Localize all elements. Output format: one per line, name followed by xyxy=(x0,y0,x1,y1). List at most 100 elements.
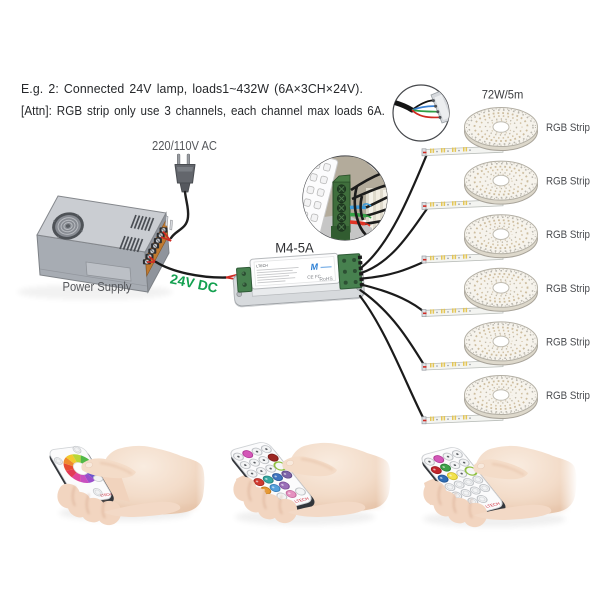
ac-cord xyxy=(169,190,190,240)
hand-2-arm-fade xyxy=(376,438,396,522)
detail-joint-wire-blue xyxy=(411,105,435,111)
roll-texture xyxy=(466,108,536,146)
hand-1-arm-fade xyxy=(196,440,214,522)
strip-tail-pads xyxy=(430,361,471,368)
hand-2-finger-creases xyxy=(248,480,283,515)
strip-power-label: 72W/5m xyxy=(482,88,524,102)
hand-3-palm-heel xyxy=(474,504,552,520)
detail-strip-inner xyxy=(434,94,449,120)
roll-hole xyxy=(492,389,510,401)
plug-neck xyxy=(179,182,191,193)
controller-label xyxy=(253,256,336,287)
remote-2-brand: LTECH xyxy=(293,496,310,504)
roll-texture xyxy=(466,161,536,200)
remote-3-color-buttons xyxy=(430,463,458,483)
zoom-detail-terminal xyxy=(302,155,388,241)
thumb-2-nail xyxy=(286,460,294,466)
remote-3-brand: LTECH xyxy=(484,501,501,509)
thumb-2-shade xyxy=(300,458,334,471)
roll-hole xyxy=(492,121,510,133)
rgb-strip-label-4: RGB Strip xyxy=(546,283,590,295)
strip-tail-pads xyxy=(430,200,471,207)
psu-front-seam xyxy=(39,268,148,287)
plug-highlight xyxy=(177,167,193,172)
roll-texture xyxy=(466,269,536,307)
controller-logo-m: M xyxy=(310,262,319,273)
power-supply: Power Supply xyxy=(17,195,173,300)
psu-fan-grille xyxy=(52,212,84,240)
hand-3-fingers xyxy=(423,480,552,528)
detail-wire-green xyxy=(349,212,367,218)
detail-joint-wire-red xyxy=(411,109,440,119)
remote-3-buttons xyxy=(423,450,491,508)
psu-end-slots xyxy=(165,215,173,231)
thumb-1 xyxy=(81,458,136,479)
thumb-3 xyxy=(473,459,528,480)
remote-1-scene: LTECH xyxy=(49,440,214,526)
remote-2-button-speculars xyxy=(255,473,291,500)
dc-wire-red-tips-psu xyxy=(147,255,157,263)
roll-hole xyxy=(492,228,510,240)
hand-3-finger-creases xyxy=(438,484,473,519)
rgb-strip-roll-6 xyxy=(421,375,538,425)
remote-3-button-speculars xyxy=(433,466,452,479)
hand-1-palm-heel xyxy=(103,501,181,517)
thumb-3-shade xyxy=(491,463,525,476)
roll-texture xyxy=(466,215,536,253)
ac-voltage-label: 220/110V AC xyxy=(152,139,217,153)
output-wire-5 xyxy=(359,289,427,368)
roll-texture xyxy=(466,322,536,361)
remote-2-darkred-button xyxy=(267,453,279,462)
hand-3-arm-fade xyxy=(560,442,580,526)
remote-3-button-glyphs xyxy=(428,453,466,475)
output-wire-1 xyxy=(360,152,429,269)
roll-texture xyxy=(466,376,536,414)
remote-2-buttons xyxy=(232,445,306,503)
remote-3-scene: LTECH xyxy=(421,442,580,528)
roll-hole xyxy=(492,335,510,348)
controller-model-label: M4-5A xyxy=(275,240,314,256)
remote-3: LTECH xyxy=(421,447,506,520)
remote-2-color-buttons xyxy=(253,470,297,503)
detail-wire-twists xyxy=(361,203,372,227)
controller-logo-underline xyxy=(320,266,332,269)
hand-2-palm-heel xyxy=(288,501,366,517)
rgb-strip-group: RGB Strip xyxy=(421,107,590,425)
power-supply-label: Power Supply xyxy=(63,280,133,294)
remote-2-magenta-button xyxy=(242,450,254,459)
controller-rohs-mark: RoHS xyxy=(319,276,333,283)
remote-2-scene: LTECH xyxy=(230,438,396,525)
hand-2-thumb xyxy=(282,456,337,477)
controller-terminal-left xyxy=(236,266,253,293)
rgb-strip-label-1: RGB Strip xyxy=(546,122,590,134)
detail-terminal-block xyxy=(331,174,351,240)
thumb-1-nail xyxy=(85,462,93,468)
ac-plug: 220/110V AC xyxy=(152,139,217,242)
note-line-2: [Attn]: RGB strip only use 3 channels, e… xyxy=(21,104,385,118)
remote-1-buttons xyxy=(53,445,104,497)
detail-strip-pads xyxy=(431,99,442,119)
thumb-2 xyxy=(282,456,337,477)
rgb-strip-roll-2 xyxy=(421,160,538,210)
ac-wire-red-tips xyxy=(160,230,172,242)
roll-hole xyxy=(492,281,510,294)
output-wire-2 xyxy=(360,206,430,274)
psu-vent-slots-top xyxy=(130,214,155,232)
remote-3-magenta-button xyxy=(433,455,445,464)
plug-prong-left xyxy=(177,153,181,166)
output-wire-6 xyxy=(358,294,426,421)
psu-vent-slots-bottom xyxy=(119,235,144,253)
rgb-strip-roll-3 xyxy=(421,214,538,264)
thumb-1-shade xyxy=(99,462,133,475)
rgb-strip-label-3: RGB Strip xyxy=(546,229,590,241)
controller-brand-text: LTECH xyxy=(256,264,268,269)
zoom-circle-1-content xyxy=(303,156,387,240)
strip-tail-pads xyxy=(430,307,471,314)
led-controller: LTECH M CE FC RoHS xyxy=(232,252,365,308)
dc-cable xyxy=(154,260,228,279)
controller-cert-marks: CE FC xyxy=(307,274,322,280)
controller-terminal-right xyxy=(337,253,364,290)
note-line-1: E.g. 2: Connected 24V lamp, loads1~432W … xyxy=(21,82,363,96)
rgb-strip-roll-5 xyxy=(421,321,538,371)
